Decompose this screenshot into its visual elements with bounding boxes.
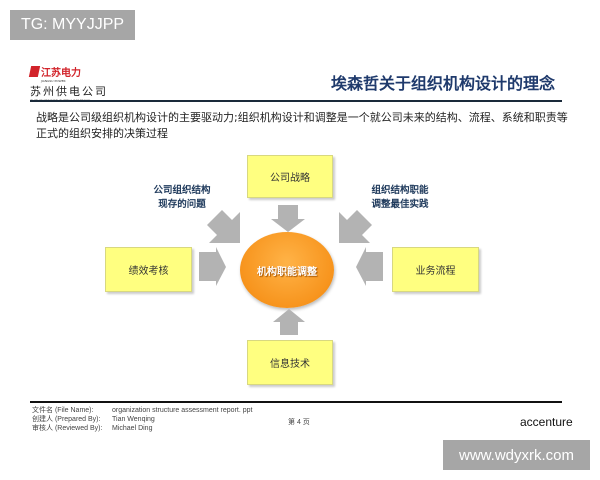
- page-number: 第 4 页: [288, 419, 310, 426]
- accenture-logo: accenture: [520, 415, 573, 429]
- watermark-bottom: www.wdyxrk.com: [443, 440, 590, 470]
- box-bottom: 信息技术: [247, 340, 333, 385]
- arrow-down-icon: [271, 205, 305, 232]
- prepared-by-label: 创建人 (Prepared By):: [32, 416, 101, 423]
- footer-divider: [30, 401, 562, 403]
- prepared-by-value: Tian Wenqing: [112, 416, 155, 423]
- label-upper-right: 组织结构职能 调整最佳实践: [355, 184, 445, 212]
- watermark-top: TG: MYYJJPP: [10, 10, 135, 40]
- arrow-left-icon: [356, 247, 383, 286]
- logo-company: 苏州供电公司: [30, 85, 108, 98]
- box-left: 绩效考核: [105, 247, 192, 292]
- logo-brand-en: JIANGSU POWER: [41, 79, 66, 83]
- page-title: 埃森哲关于组织机构设计的理念: [330, 74, 555, 93]
- footer-labels: 文件名 (File Name): 创建人 (Prepared By): 审核人 …: [32, 406, 102, 433]
- footer-values: organization structure assessment report…: [112, 406, 252, 433]
- reviewed-by-value: Michael Ding: [112, 425, 153, 432]
- label-line: 公司组织结构: [153, 185, 211, 196]
- label-upper-left: 公司组织结构 现存的问题: [137, 184, 227, 212]
- title-divider: [30, 100, 562, 102]
- reviewed-by-label: 审核人 (Reviewed By):: [32, 425, 103, 432]
- file-name-label: 文件名 (File Name):: [32, 407, 94, 414]
- arrow-up-icon: [273, 309, 305, 335]
- arrow-diagonal-left-icon: [339, 210, 372, 243]
- intro-text: 战略是公司级组织机构设计的主要驱动力;组织机构设计和调整是一个就公司未来的结构、…: [36, 111, 568, 140]
- box-top: 公司战略: [247, 155, 333, 198]
- center-label: 机构职能调整: [257, 266, 317, 278]
- center-ellipse: 机构职能调整: [240, 232, 334, 308]
- label-line: 调整最佳实践: [371, 199, 429, 210]
- arrow-diagonal-right-icon: [207, 210, 240, 243]
- box-right: 业务流程: [392, 247, 479, 292]
- label-line: 现存的问题: [158, 199, 206, 210]
- file-name-value: organization structure assessment report…: [112, 407, 253, 414]
- logo-brand: 江苏电力: [41, 68, 81, 79]
- label-line: 组织结构职能: [371, 185, 429, 196]
- arrow-right-icon: [199, 247, 226, 286]
